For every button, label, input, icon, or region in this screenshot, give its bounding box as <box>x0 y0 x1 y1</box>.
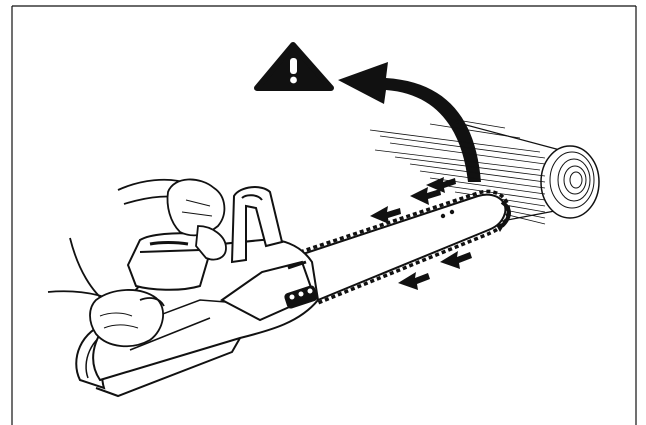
kickback-rotation-arrow <box>338 62 481 182</box>
warning-triangle-icon <box>257 45 331 88</box>
guide-bar <box>300 191 509 303</box>
